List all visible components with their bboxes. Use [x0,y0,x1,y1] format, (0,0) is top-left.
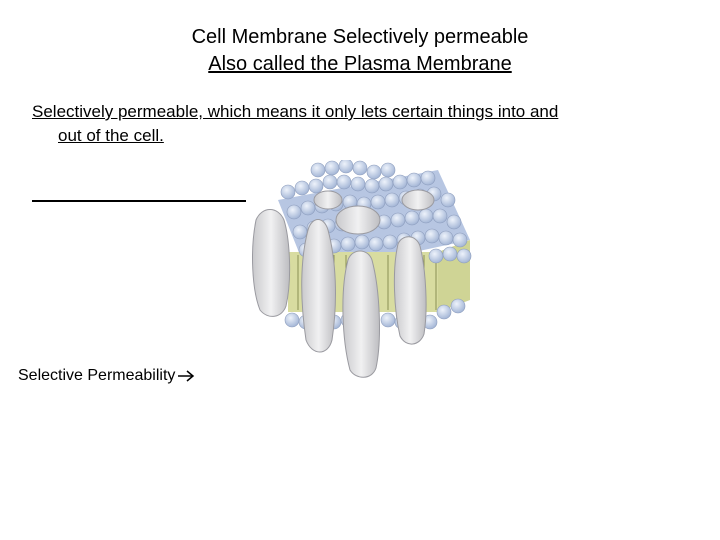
membrane-proteins [252,189,435,378]
definition-paragraph: Selectively permeable, which means it on… [32,100,672,148]
selective-permeability-caption: Selective Permeability [18,366,195,386]
paragraph-line-1: Selectively permeable, which means it on… [32,102,559,121]
title-line-1: Cell Membrane Selectively permeable [191,26,529,48]
title-line-2: Also called the Plasma Membrane [208,53,512,75]
cell-membrane-illustration [248,160,472,382]
right-arrow-icon [178,370,195,382]
caption-text: Selective Permeability [18,367,176,384]
blank-line [32,200,246,202]
slide-title: Cell Membrane Selectively permeable Also… [0,24,720,78]
paragraph-line-2: out of the cell. [58,126,164,145]
